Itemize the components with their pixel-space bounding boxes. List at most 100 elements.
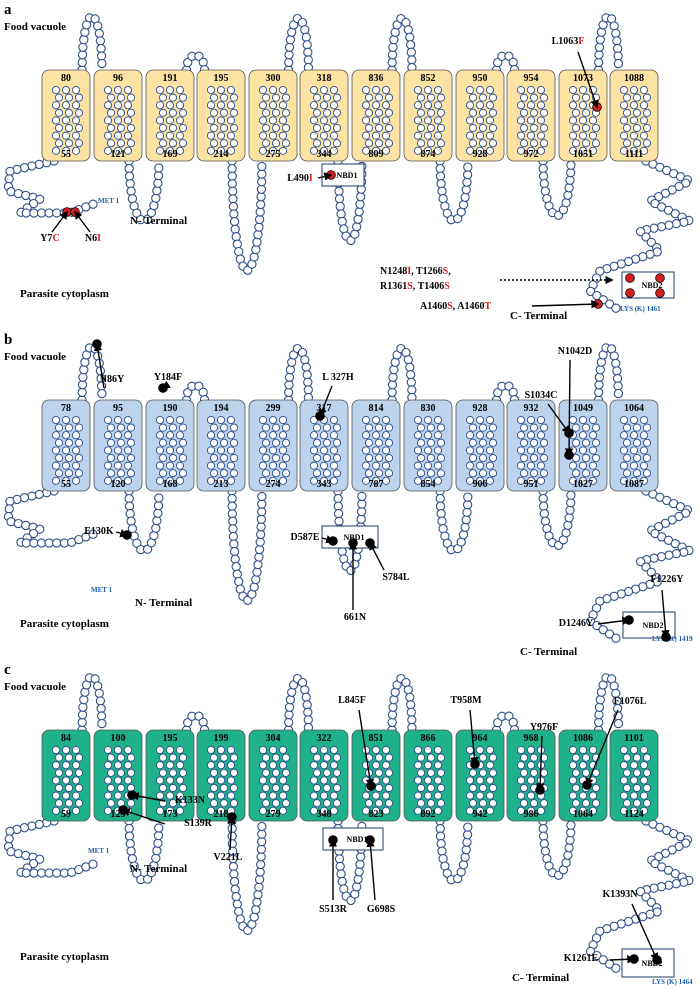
- helix-residue: [581, 799, 591, 808]
- helix-residue: [529, 93, 539, 102]
- helix-residue: [175, 101, 185, 110]
- helix-residue: [423, 776, 433, 785]
- helix-residue: [619, 461, 629, 470]
- extracellular-loop: [389, 695, 399, 705]
- cytoplasmic-loop: [232, 569, 242, 579]
- mutation-label: Y184F: [154, 372, 182, 383]
- helix-top-number: 1049: [573, 403, 593, 414]
- extracellular-loop: [303, 715, 313, 725]
- helix-residue: [519, 108, 529, 117]
- helix-residue: [465, 446, 475, 455]
- cytoplasmic-loop: [255, 867, 265, 877]
- helix-residue: [155, 131, 165, 140]
- cytoplasmic-loop: [336, 869, 346, 879]
- helix-residue: [106, 799, 116, 808]
- helix-residue: [413, 476, 423, 485]
- helix-top-number: 954: [524, 73, 539, 84]
- cytoplasmic-loop: [126, 186, 136, 196]
- helix-residue: [278, 806, 288, 815]
- helix-residue: [374, 753, 384, 762]
- mutation-arrow: [585, 709, 619, 787]
- helix-residue: [123, 85, 133, 95]
- helix-bottom-number: 55: [61, 479, 71, 490]
- helix-residue: [123, 101, 133, 110]
- helix-residue: [591, 453, 601, 463]
- helix-residue: [113, 85, 123, 95]
- helix-residue: [206, 85, 216, 95]
- n-terminal-label: N- Terminal: [130, 215, 187, 227]
- helix-residue: [539, 423, 549, 432]
- helix-residue: [226, 476, 236, 485]
- extracellular-loop: [96, 51, 107, 61]
- cytoplasmic-loop: [436, 179, 446, 189]
- helix-residue: [485, 146, 495, 155]
- helix-residue: [103, 101, 113, 110]
- cytoplasmic-loop: [254, 882, 264, 892]
- helix-residue: [416, 753, 426, 762]
- helix-residue: [116, 783, 126, 793]
- helix-residue: [61, 415, 71, 425]
- mutation-label: R1361S, T1406S: [380, 281, 450, 292]
- residue-chain: [3, 343, 694, 643]
- helix-residue: [516, 461, 526, 470]
- helix-residue: [271, 123, 281, 133]
- helix-residue: [322, 438, 332, 447]
- helix-residue: [312, 93, 322, 102]
- helix-residue: [64, 799, 74, 808]
- helix-residue: [258, 446, 268, 455]
- c-terminal-tail: [679, 877, 689, 887]
- helix-residue: [71, 101, 81, 110]
- mutation-arrow: [317, 172, 333, 181]
- helix-residue: [539, 108, 549, 117]
- helix-residue: [526, 806, 536, 815]
- helix-residue: [278, 101, 288, 110]
- helix-residue: [309, 776, 319, 785]
- helix-residue: [219, 93, 229, 102]
- helix-residue: [216, 146, 226, 155]
- helix-residue: [364, 469, 374, 478]
- helix-top-number: 852: [421, 73, 436, 84]
- helix-top-number: 299: [266, 403, 281, 414]
- helix-residue: [381, 431, 391, 440]
- helix-residue: [51, 446, 61, 455]
- extracellular-loop: [302, 700, 312, 710]
- helix-bottom-number: 1111: [625, 149, 643, 160]
- helix-bottom-number: 121: [111, 149, 126, 160]
- helix-residue: [268, 116, 278, 125]
- helix-residue: [433, 761, 443, 770]
- mutation-label: S513R: [319, 904, 348, 915]
- helix-residue: [488, 783, 498, 793]
- helix-residue: [568, 85, 578, 95]
- cytoplasmic-loop: [561, 198, 571, 208]
- helix-residue: [588, 745, 598, 755]
- helix-residue: [113, 761, 123, 770]
- helix-residue: [51, 431, 61, 440]
- helix-residue: [374, 438, 384, 447]
- helix-residue: [536, 476, 546, 485]
- helix-residue: [578, 761, 588, 770]
- helix-residue: [591, 423, 601, 432]
- helix-residue: [216, 131, 226, 140]
- helix-residue: [571, 753, 581, 762]
- helix-residue: [639, 806, 649, 815]
- helix-top-number: 1064: [624, 403, 644, 414]
- helix-residue: [416, 423, 426, 432]
- extracellular-loop: [302, 370, 312, 380]
- extracellular-loop: [389, 35, 399, 45]
- extracellular-loop: [300, 685, 310, 695]
- helix-top-number: 322: [317, 733, 332, 744]
- helix-residue: [465, 131, 475, 140]
- helix-residue: [319, 446, 329, 455]
- helix-residue: [642, 783, 652, 793]
- helix-residue: [591, 123, 601, 133]
- cytoplasmic-loop: [153, 838, 163, 848]
- helix-residue: [423, 431, 433, 440]
- helix-residue: [219, 753, 229, 762]
- helix-residue: [54, 438, 64, 447]
- helix-residue: [123, 131, 133, 140]
- helix-residue: [588, 415, 598, 425]
- helix-residue: [106, 438, 116, 447]
- helix-residue: [629, 776, 639, 785]
- helix-residue: [329, 761, 339, 770]
- helix-residue: [485, 131, 495, 140]
